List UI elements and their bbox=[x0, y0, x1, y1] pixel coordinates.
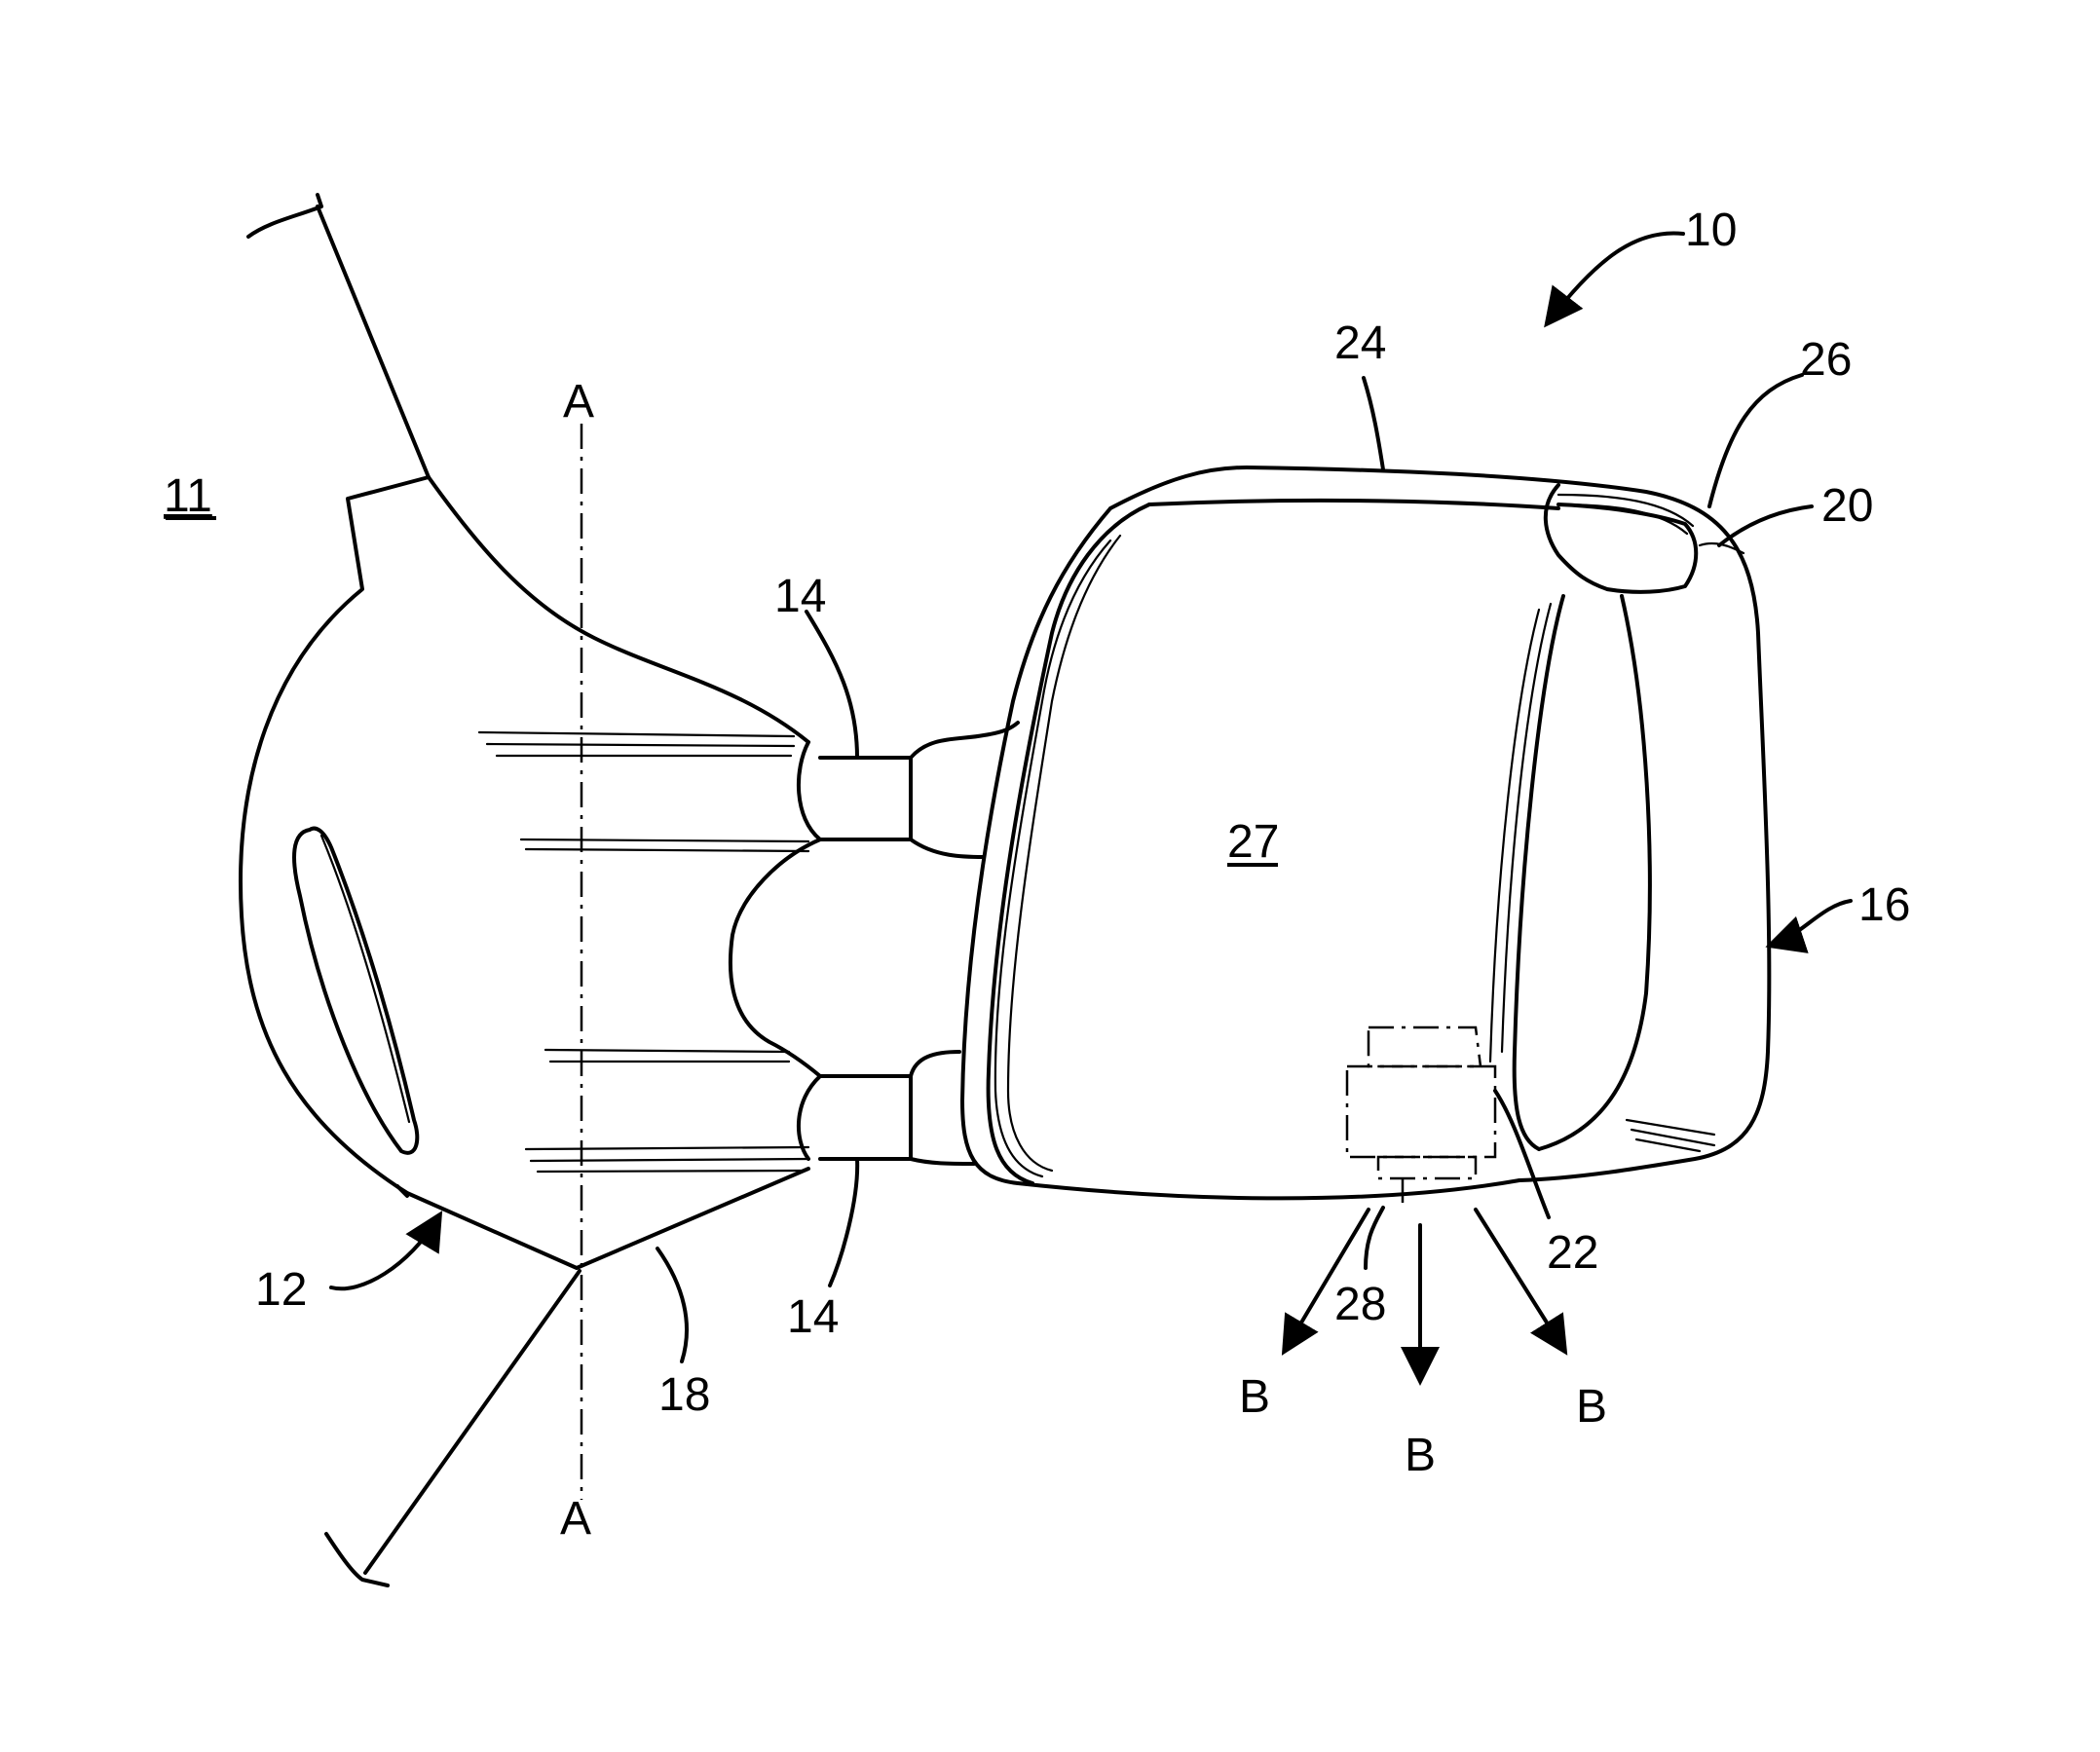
label-arm-14-top: 14 bbox=[774, 571, 826, 622]
label-beam-b-center: B bbox=[1405, 1430, 1436, 1481]
mirror-housing bbox=[962, 467, 1769, 1198]
label-axis-a-bottom: A bbox=[560, 1493, 591, 1545]
label-top-edge-24: 24 bbox=[1334, 317, 1386, 369]
label-beam-b-right: B bbox=[1576, 1381, 1607, 1433]
label-bezel-26: 26 bbox=[1800, 334, 1852, 386]
mount-slot bbox=[294, 829, 417, 1153]
leader-lines bbox=[331, 233, 1851, 1361]
label-beam-b-left: B bbox=[1239, 1371, 1270, 1423]
label-base-18: 18 bbox=[658, 1369, 710, 1421]
label-arm-14-bottom: 14 bbox=[787, 1291, 839, 1343]
label-module-28: 28 bbox=[1334, 1279, 1386, 1330]
label-mirror-20: 20 bbox=[1821, 480, 1873, 532]
mirror-arms bbox=[731, 723, 1018, 1164]
lamp-module bbox=[1347, 1027, 1495, 1203]
light-beams bbox=[1286, 1210, 1563, 1378]
label-axis-a-top: A bbox=[563, 376, 594, 428]
label-assembly-10: 10 bbox=[1685, 205, 1737, 256]
mount-body bbox=[241, 477, 808, 1268]
label-light-22: 22 bbox=[1547, 1227, 1598, 1279]
label-vehicle-11: 11 bbox=[164, 470, 212, 522]
label-mount-12: 12 bbox=[255, 1264, 307, 1316]
label-glass-27: 27 bbox=[1227, 816, 1279, 868]
mount-shading-lines bbox=[479, 732, 808, 1172]
label-housing-16: 16 bbox=[1858, 879, 1910, 931]
